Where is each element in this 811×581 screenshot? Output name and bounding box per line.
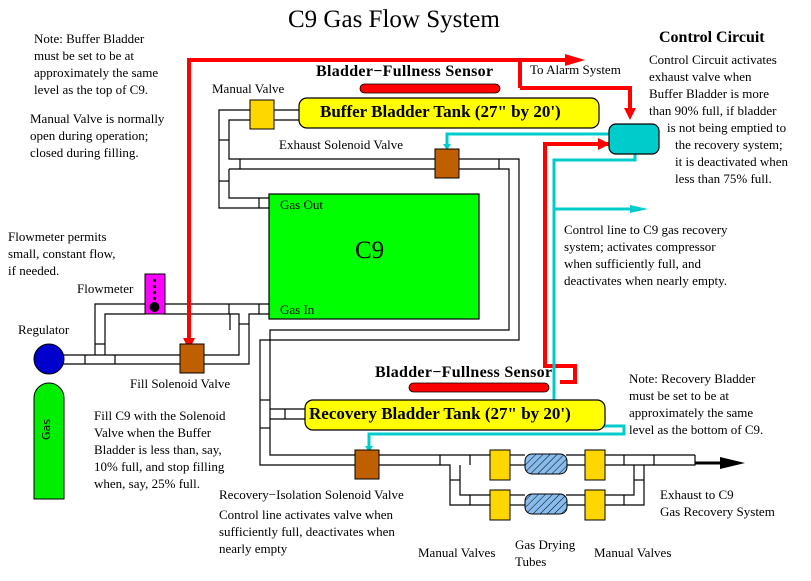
- note-line: must be set to be at: [34, 48, 135, 63]
- note-line: the recovery system;: [675, 137, 783, 152]
- regulator: [33, 343, 65, 375]
- note-line: Control Circuit activates: [649, 52, 777, 67]
- note-line: Manual Valve is normally: [30, 111, 165, 126]
- arrow-to-alarm-icon: [565, 54, 585, 66]
- alarm-lines: [187, 58, 632, 384]
- buffer-manual-valve: [249, 99, 275, 130]
- label-exhaust-solenoid-valve: Exhaust Solenoid Valve: [279, 137, 403, 152]
- note-flowmeter: Flowmeter permits small, constant flow, …: [8, 228, 115, 279]
- note-line: less than 75% full.: [675, 171, 772, 186]
- label-exhaust-to-recovery: Exhaust to C9 Gas Recovery System: [660, 486, 775, 520]
- flowmeter: [144, 273, 166, 315]
- exhaust-solenoid-valve: [434, 148, 460, 179]
- note-fill: Fill C9 with the Solenoid Valve when the…: [94, 407, 225, 492]
- note-line: when, say, 25% full.: [94, 476, 201, 491]
- note-control-circuit: Control Circuit activates exhaust valve …: [649, 51, 788, 187]
- label-c9: C9: [355, 237, 385, 264]
- arrow-recovery-sensor-icon: [598, 138, 610, 150]
- label-recovery-tank: Recovery Bladder Tank (27" by 20'): [309, 404, 571, 423]
- note-line: when sufficiently full, and: [564, 256, 701, 271]
- label-manual-valves-left: Manual Valves: [418, 545, 496, 560]
- note-line: Note: Buffer Bladder: [34, 31, 145, 46]
- label-flowmeter: Flowmeter: [77, 281, 134, 296]
- note-line: Flowmeter permits: [8, 229, 107, 244]
- c9-chamber: [268, 193, 480, 320]
- note-line: deactivates when nearly empty.: [564, 273, 728, 288]
- manual-valve-upper-right: [584, 449, 606, 481]
- exhaust-arrow-icon: [695, 457, 745, 469]
- label-to-alarm-system: To Alarm System: [530, 62, 621, 77]
- label-line: Exhaust to C9: [660, 487, 734, 502]
- note-recovery-isolation: Control line activates valve when suffic…: [219, 506, 395, 557]
- label-recovery-sensor: Bladder−Fullness Sensor: [375, 364, 553, 381]
- note-line: Control line to C9 gas recovery: [564, 222, 728, 237]
- note-line: Fill C9 with the Solenoid: [94, 408, 226, 423]
- note-line: small, constant flow,: [8, 246, 116, 261]
- label-manual-valve: Manual Valve: [212, 81, 285, 96]
- label-buffer-sensor: Bladder−Fullness Sensor: [316, 63, 494, 80]
- control-arrowheads: [365, 144, 648, 452]
- gas-drying-tube-upper: [524, 453, 568, 475]
- manual-valve-lower-left: [489, 489, 511, 521]
- page-title: C9 Gas Flow System: [288, 6, 500, 33]
- arrow-to-exhaust-valve-icon: [443, 144, 451, 150]
- note-line: exhaust valve when: [649, 69, 752, 84]
- note-manual-valve: Manual Valve is normally open during ope…: [30, 110, 164, 161]
- recovery-bladder-tank: [304, 399, 606, 431]
- buffer-bladder-tank: [298, 97, 600, 129]
- note-buffer-bladder: Note: Buffer Bladder must be set to be a…: [34, 30, 158, 98]
- note-line: than 90% full, if bladder: [649, 103, 777, 118]
- arrow-to-control-circuit-icon: [624, 108, 636, 120]
- label-gas-drying-tubes: Gas Drying Tubes: [515, 536, 575, 570]
- label-line: Gas Drying: [515, 537, 576, 552]
- note-control-line: Control line to C9 gas recovery system; …: [564, 221, 728, 289]
- note-line: Valve when the Buffer: [94, 425, 212, 440]
- label-regulator: Regulator: [18, 322, 70, 337]
- note-line: sufficiently full, deactivates when: [219, 524, 395, 539]
- manual-valve-upper-left: [489, 449, 511, 481]
- note-line: level as the bottom of C9.: [629, 422, 764, 437]
- gas-cylinder: [33, 382, 65, 500]
- arrow-to-recovery-system-icon: [630, 205, 648, 213]
- note-line: Note: Recovery Bladder: [629, 371, 756, 386]
- note-line: Bladder is less than, say,: [94, 442, 222, 457]
- control-circuit-box: [608, 123, 660, 155]
- label-gas-out: Gas Out: [280, 197, 323, 212]
- note-line: nearly empty: [219, 541, 288, 556]
- label-line: Gas Recovery System: [660, 504, 775, 519]
- label-fill-solenoid-valve: Fill Solenoid Valve: [130, 376, 231, 391]
- note-line: approximately the same: [629, 405, 754, 420]
- note-line: 10% full, and stop filling: [94, 459, 225, 474]
- fill-solenoid-valve: [179, 343, 205, 374]
- note-line: closed during filling.: [30, 145, 139, 160]
- label-recovery-isolation-valve: Recovery−Isolation Solenoid Valve: [219, 487, 404, 502]
- note-line: if needed.: [8, 263, 60, 278]
- label-gas-cylinder: Gas: [40, 419, 53, 440]
- note-line: system; activates compressor: [564, 239, 716, 254]
- note-line: level as the top of C9.: [34, 82, 149, 97]
- manual-valve-lower-right: [584, 489, 606, 521]
- label-manual-valves-right: Manual Valves: [594, 545, 672, 560]
- label-control-circuit: Control Circuit: [659, 29, 765, 46]
- note-line: Buffer Bladder is more: [649, 86, 769, 101]
- label-gas-in: Gas In: [280, 302, 315, 317]
- note-line: open during operation;: [30, 128, 149, 143]
- label-line: Tubes: [515, 554, 547, 569]
- note-recovery-bladder: Note: Recovery Bladder must be set to be…: [629, 370, 763, 438]
- note-line: is not being emptied to: [667, 120, 787, 135]
- gas-drying-tube-lower: [524, 493, 568, 515]
- note-line: Control line activates valve when: [219, 507, 394, 522]
- note-line: it is deactivated when: [675, 154, 788, 169]
- recovery-fullness-sensor: [408, 382, 550, 393]
- note-line: approximately the same: [34, 65, 159, 80]
- buffer-fullness-sensor: [359, 83, 501, 94]
- recovery-isolation-solenoid-valve: [354, 449, 380, 480]
- label-buffer-tank: Buffer Bladder Tank (27" by 20'): [320, 102, 561, 121]
- arrow-to-isolation-valve-icon: [365, 446, 373, 452]
- note-line: must be set to be at: [629, 388, 730, 403]
